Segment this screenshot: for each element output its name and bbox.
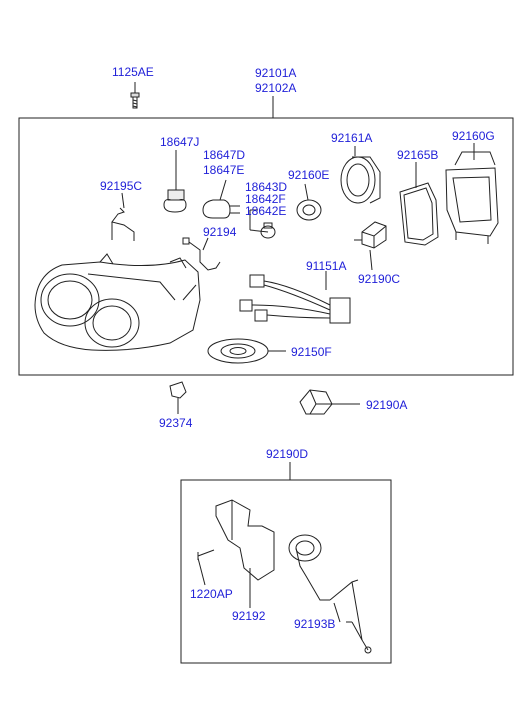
part-label-1125AE[interactable]: 1125AE (112, 65, 154, 79)
part-label-92160G[interactable]: 92160G (452, 129, 495, 143)
part-label-18643D[interactable]: 18643D (245, 180, 287, 194)
part-label-92150F[interactable]: 92150F (291, 345, 332, 359)
part-label-92193B[interactable]: 92193B (294, 617, 335, 631)
part-label-92190D[interactable]: 92190D (266, 447, 308, 461)
bulb-18647J-icon (163, 189, 187, 213)
part-label-92374[interactable]: 92374 (159, 416, 193, 430)
part-label-91151A[interactable]: 91151A (306, 259, 346, 273)
screw-1125AE-icon (130, 92, 140, 109)
part-label-92190C[interactable]: 92190C (358, 272, 400, 286)
part-label-18647E[interactable]: 18647E (203, 163, 244, 177)
headlamp-assembly-frame (18, 117, 514, 376)
link-rod-92193B-icon (329, 579, 372, 654)
grommet-92374-icon (169, 381, 187, 399)
actuator-92190A-icon (299, 389, 333, 415)
bulb-18643D-icon (260, 222, 276, 239)
cover-92160G-icon (445, 151, 499, 244)
labels: 1125AE 92101A 92102A 18647J 18647D 18647… (100, 65, 495, 631)
actuator-92190C-icon (354, 221, 387, 249)
part-label-92165B[interactable]: 92165B (397, 148, 438, 162)
wiring-harness-91151A-icon (239, 274, 351, 324)
height-sensor-icon (288, 534, 330, 601)
gasket-92165B-icon (399, 182, 439, 246)
bulb-18647D-icon (202, 199, 240, 219)
part-label-18647J[interactable]: 18647J (160, 135, 199, 149)
part-label-92161A[interactable]: 92161A (331, 131, 372, 145)
part-label-92101A[interactable]: 92101A (255, 66, 296, 80)
part-label-1220AP[interactable]: 1220AP (190, 587, 233, 601)
part-label-92192[interactable]: 92192 (232, 609, 266, 623)
part-label-92194[interactable]: 92194 (203, 225, 237, 239)
cap-92161A-icon (340, 156, 381, 204)
bracket-92192-icon (197, 499, 275, 581)
wire-92194-icon (182, 237, 221, 271)
part-label-18642F[interactable]: 18642F (245, 192, 286, 206)
part-label-18647D[interactable]: 18647D (203, 148, 245, 162)
leveling-sensor-frame (180, 479, 392, 664)
part-label-92190A[interactable]: 92190A (366, 398, 407, 412)
seal-92150F-icon (207, 338, 269, 364)
part-label-92195C[interactable]: 92195C (100, 179, 142, 193)
clip-92195C-icon (111, 207, 135, 241)
part-label-92160E[interactable]: 92160E (288, 168, 329, 182)
part-label-92102A[interactable]: 92102A (255, 81, 296, 95)
headlamp-housing-icon (34, 253, 201, 351)
lamp-socket-92160E-icon (296, 199, 322, 221)
part-label-18642E[interactable]: 18642E (245, 204, 286, 218)
